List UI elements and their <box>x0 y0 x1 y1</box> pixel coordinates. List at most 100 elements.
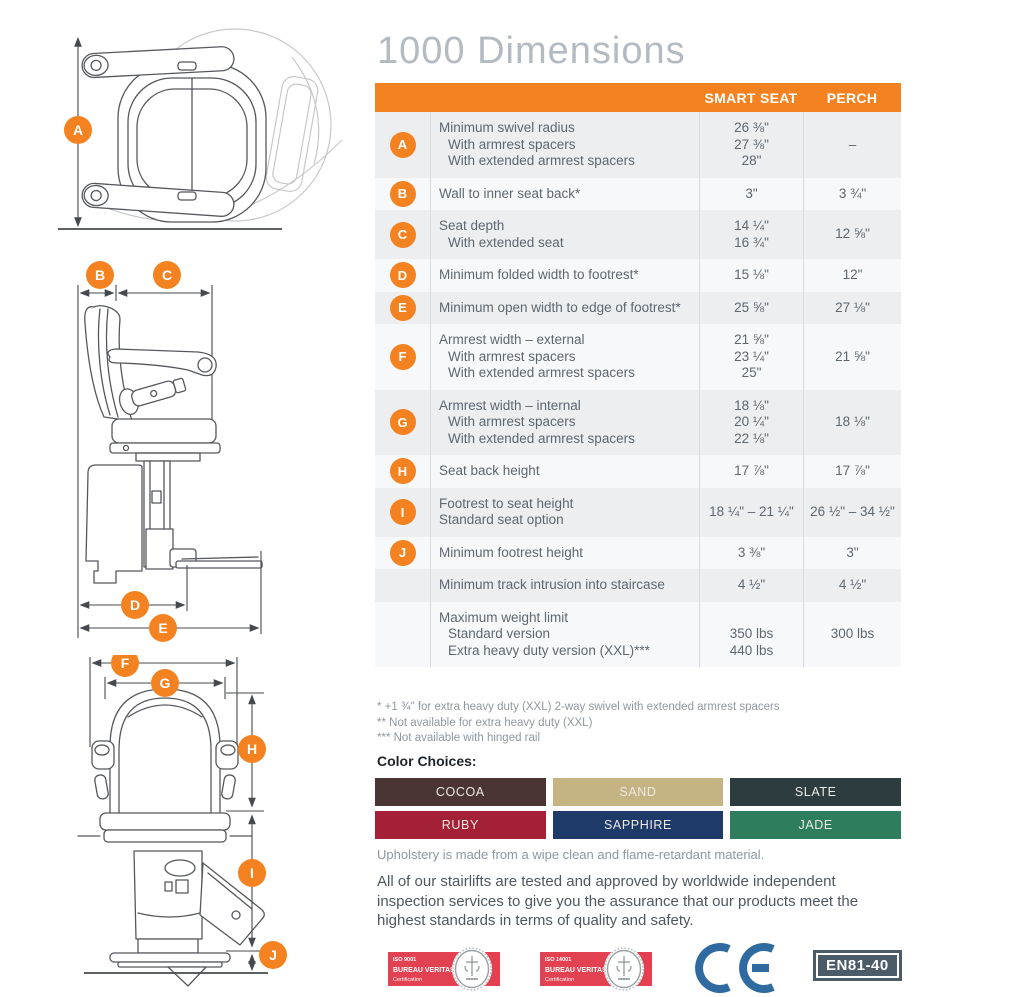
smart-seat-value-line: 350 lbs <box>729 626 774 641</box>
diagram-front-view: F G H I J <box>40 649 360 997</box>
row-perch-value: 21 ⅝" <box>803 324 901 390</box>
row-label-line: Seat depth <box>439 218 505 233</box>
row-badge-cell: E <box>375 291 431 324</box>
dimension-badge-g: G <box>151 669 179 697</box>
row-letter-badge: J <box>389 539 416 566</box>
diagram-side-view: B C D E <box>40 253 360 650</box>
joystick <box>118 377 187 416</box>
smart-seat-value-line: 4 ½" <box>737 577 766 592</box>
row-perch-value: 4 ½" <box>803 569 901 602</box>
row-letter-badge: H <box>389 458 416 485</box>
row-letter-badge: E <box>389 294 416 321</box>
row-label-line: Minimum swivel radius <box>439 120 575 135</box>
certifications-row: ISO 9001 BUREAU VERITAS Certification IS… <box>375 940 902 997</box>
smart-seat-value-line: 440 lbs <box>729 642 774 658</box>
perch-value-line: 12" <box>842 267 863 282</box>
row-smart-seat-value: 3" <box>699 177 803 210</box>
row-letter-badge: C <box>389 221 416 248</box>
row-perch-value: – <box>803 112 901 178</box>
row-label-line: Armrest width – external <box>439 332 585 347</box>
smart-seat-value-line: 15 ⅛" <box>734 267 769 282</box>
en81-40-label: EN81-40 <box>816 953 899 978</box>
swivel-top-view-drawing: A <box>58 28 343 230</box>
row-label-line: Standard version <box>448 626 551 641</box>
perch-value-line: 26 ½" – 34 ½" <box>810 503 895 519</box>
svg-text:C: C <box>162 267 172 283</box>
row-badge-cell: H <box>375 455 431 488</box>
svg-text:B: B <box>95 267 105 283</box>
smart-seat-value-line: 21 ⅝" <box>734 332 769 347</box>
svg-text:J: J <box>269 947 277 963</box>
row-label-line: With extended seat <box>448 234 564 250</box>
armrest-bottom <box>81 182 235 217</box>
table-header: SMART SEAT PERCH <box>375 83 901 112</box>
row-letter-badge: A <box>389 131 416 158</box>
row-label-line: With extended armrest spacers <box>448 365 635 380</box>
svg-text:I: I <box>250 865 254 881</box>
smart-seat-value-line: 3 ⅜" <box>737 544 766 560</box>
row-label-line: Armrest width – internal <box>439 397 581 413</box>
bureau-veritas-iso9001-logo: ISO 9001 BUREAU VERITAS Certification <box>388 946 502 997</box>
en81-40-badge: EN81-40 <box>813 950 902 981</box>
bureau-veritas-iso14001-logo: ISO 14001 BUREAU VERITAS Certification <box>540 946 654 997</box>
color-swatch-jade: JADE <box>730 811 901 839</box>
row-perch-value: 26 ½" – 34 ½" <box>803 487 901 537</box>
front-view-drawing: F G H I J <box>77 649 287 987</box>
smart-seat-value-line: 18 ¼" – 21 ¼" <box>709 503 794 519</box>
smart-seat-value-line: 23 ¼" <box>734 348 769 364</box>
quality-paragraph: All of our stairlifts are tested and app… <box>377 873 859 929</box>
svg-text:A: A <box>73 122 83 138</box>
smart-seat-value-line: 22 ⅛" <box>734 430 769 446</box>
perch-value-line: 3 ¾" <box>838 185 867 201</box>
dimension-badge-i: I <box>238 859 266 887</box>
dimension-badge-j: J <box>259 941 287 969</box>
dimension-badge-d: D <box>121 591 149 619</box>
color-swatch-ruby: RUBY <box>375 811 546 839</box>
ce-mark-icon <box>691 942 777 997</box>
perch-value-line: 18 ⅛" <box>835 414 870 429</box>
dimension-badge-e: E <box>149 614 177 642</box>
row-badge-cell: C <box>375 210 431 259</box>
row-label-line: Extra heavy duty version (XXL)*** <box>448 642 650 658</box>
diagram-swivel-top-view: A <box>30 22 360 245</box>
row-letter-badge: F <box>389 343 416 370</box>
row-perch-value: 300 lbs <box>803 601 901 667</box>
smart-seat-value-line <box>750 610 754 627</box>
smart-seat-value-line: 25" <box>741 365 762 380</box>
row-perch-value: 12" <box>803 259 901 292</box>
stairlift-front-drawing <box>77 688 265 987</box>
perch-value-line: 4 ½" <box>838 577 867 592</box>
row-label-line: Minimum track intrusion into staircase <box>439 577 665 592</box>
footnote-line: ** Not available for extra heavy duty (X… <box>377 716 593 729</box>
row-smart-seat-value: 3 ⅜" <box>699 536 803 569</box>
row-badge-cell <box>375 569 431 602</box>
row-label-cell: Minimum open width to edge of footrest* <box>431 292 699 325</box>
row-letter-badge: B <box>389 180 416 207</box>
row-badge-cell: G <box>375 389 431 455</box>
smart-seat-value-line: 3" <box>745 185 758 201</box>
row-letter-badge: I <box>389 499 416 525</box>
color-swatch-cocoa: COCOA <box>375 778 546 806</box>
bureau-veritas-icon: ISO 9001 BUREAU VERITAS Certification <box>388 947 500 991</box>
row-label-cell: Seat back height <box>431 455 699 488</box>
perch-value-line: – <box>848 136 857 152</box>
svg-text:H: H <box>247 741 257 757</box>
row-smart-seat-value: 25 ⅝" <box>699 291 803 324</box>
row-perch-value: 17 ⅞" <box>803 455 901 488</box>
row-smart-seat-value: 15 ⅛" <box>699 259 803 292</box>
row-label-cell: Minimum footrest height <box>431 537 699 570</box>
perch-value-line: 12 ⅝" <box>835 226 870 242</box>
